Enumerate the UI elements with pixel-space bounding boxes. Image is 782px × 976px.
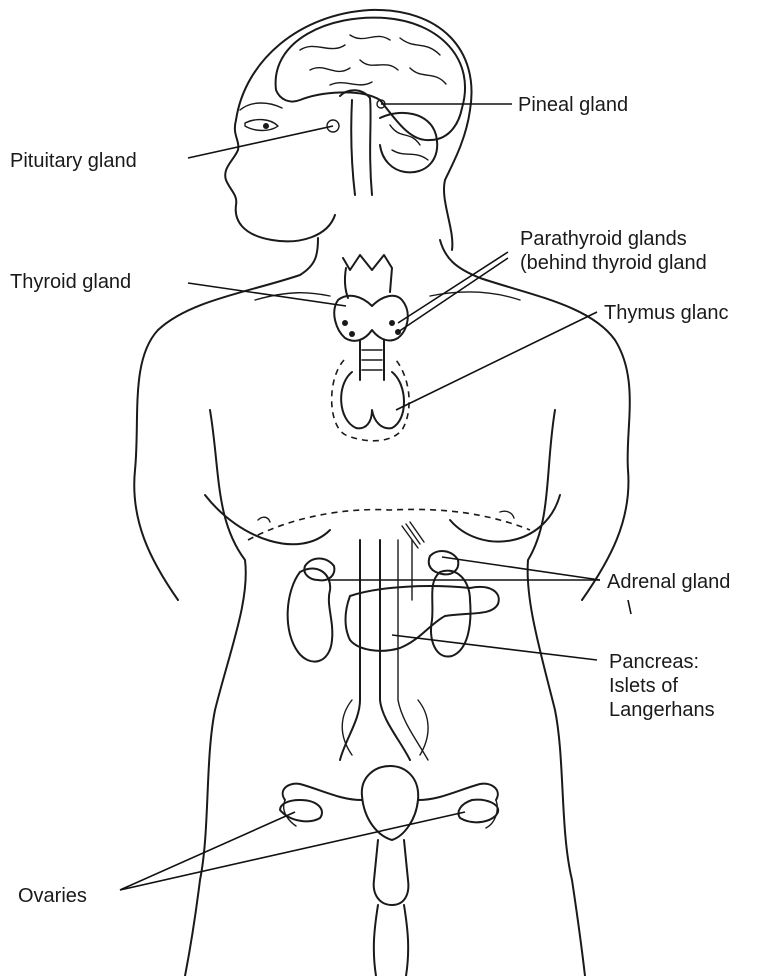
- label-pineal-gland: Pineal gland: [518, 93, 628, 117]
- parathyroid-leader-2: [398, 258, 508, 332]
- adrenal-tick: [628, 600, 631, 614]
- torso-outline: [134, 238, 630, 976]
- label-parathyroid-line2: (behind thyroid gland: [520, 251, 707, 275]
- pancreas-leader: [392, 635, 597, 660]
- label-adrenal-gland: Adrenal gland: [607, 570, 730, 594]
- label-thyroid-gland: Thyroid gland: [10, 270, 131, 294]
- label-pancreas-line2: Islets of: [609, 674, 678, 698]
- label-thymus-gland: Thymus glanc: [604, 301, 729, 325]
- brain: [276, 18, 465, 195]
- label-pituitary-gland: Pituitary gland: [10, 149, 137, 173]
- leader-lines: [120, 104, 631, 890]
- thymus-leader: [396, 312, 597, 410]
- ovary-leader-left: [120, 812, 295, 890]
- thyroid-thymus-organs: [332, 255, 409, 441]
- abdominal-organs: [288, 522, 499, 760]
- label-pancreas-line1: Pancreas:: [609, 650, 699, 674]
- adrenal-leader-right: [442, 557, 600, 580]
- label-parathyroid-line1: Parathyroid glands: [520, 227, 687, 251]
- reproductive-organs: [280, 766, 498, 976]
- label-pancreas-line3: Langerhans: [609, 698, 715, 722]
- label-ovaries: Ovaries: [18, 884, 87, 908]
